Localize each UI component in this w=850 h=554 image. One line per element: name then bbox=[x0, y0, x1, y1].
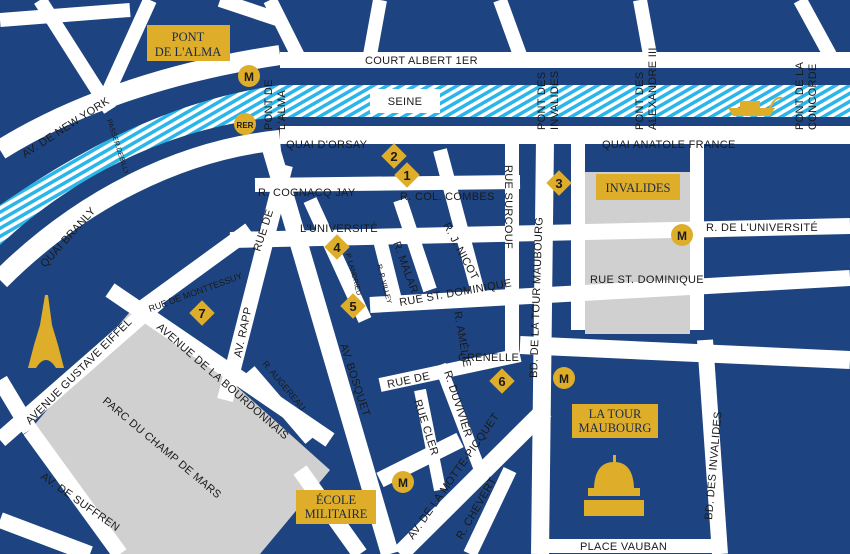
rer-icon[interactable]: RER bbox=[234, 113, 256, 135]
marker-2[interactable]: 2 bbox=[381, 143, 407, 169]
street-label: PONT DE LA bbox=[794, 61, 806, 130]
eiffel-tower-icon bbox=[28, 295, 64, 368]
street-label: R. DE L'UNIVERSITÉ bbox=[706, 221, 818, 234]
ecole-militaire-label: ÉCOLE MILITAIRE bbox=[296, 490, 376, 524]
street-label: BD. DE LA TOUR MAUBOURG bbox=[528, 217, 546, 378]
marker-5[interactable]: 5 bbox=[340, 293, 366, 319]
svg-text:7: 7 bbox=[198, 306, 205, 321]
tour-maubourg-label: LA TOUR MAUBOURG bbox=[572, 404, 658, 438]
street-label: ALEXANDRE III bbox=[647, 47, 659, 130]
metro-icon[interactable]: M bbox=[392, 471, 414, 493]
street-label: R. COL. COMBES bbox=[400, 191, 495, 203]
street-label: GRENELLE bbox=[458, 352, 519, 364]
river-label: SEINE bbox=[388, 96, 423, 108]
invalides-dome-icon bbox=[584, 455, 644, 516]
svg-text:LA TOUR: LA TOUR bbox=[589, 407, 642, 421]
street-label: L'ALMA bbox=[276, 90, 288, 130]
svg-text:4: 4 bbox=[333, 240, 341, 255]
svg-text:M: M bbox=[244, 70, 254, 84]
street-label: L'UNIVERSITÉ bbox=[300, 222, 378, 235]
marker-3[interactable]: 3 bbox=[546, 170, 572, 196]
svg-text:PONT: PONT bbox=[172, 30, 205, 44]
invalides-label: INVALIDES bbox=[596, 174, 680, 200]
svg-text:DE L'ALMA: DE L'ALMA bbox=[155, 45, 221, 59]
street-label: QUAI ANATOLE FRANCE bbox=[602, 139, 736, 151]
street-label: R. COGNACQ JAY bbox=[258, 187, 356, 199]
svg-text:ÉCOLE: ÉCOLE bbox=[316, 493, 357, 507]
seine-river bbox=[0, 85, 850, 245]
street-label: PLACE VAUBAN bbox=[580, 541, 667, 553]
street-label: QUAI D'ORSAY bbox=[286, 139, 368, 151]
street-label: PONT DES bbox=[536, 72, 548, 130]
metro-icon[interactable]: M bbox=[238, 65, 260, 87]
svg-text:MAUBOURG: MAUBOURG bbox=[579, 421, 652, 435]
svg-text:2: 2 bbox=[390, 149, 397, 164]
metro-icon[interactable]: M bbox=[553, 367, 575, 389]
svg-text:6: 6 bbox=[498, 374, 505, 389]
champ-de-mars-park bbox=[30, 300, 330, 554]
street-label: CONCORDE bbox=[807, 63, 819, 130]
street-label: RUE ST. DOMINIQUE bbox=[590, 274, 704, 286]
boat-icon bbox=[728, 96, 783, 116]
svg-text:3: 3 bbox=[555, 176, 562, 191]
marker-6[interactable]: 6 bbox=[489, 368, 515, 394]
svg-text:1: 1 bbox=[403, 168, 410, 183]
street-label: COURT ALBERT 1ER bbox=[365, 55, 478, 67]
street-label: PONT DE bbox=[263, 79, 275, 130]
svg-text:M: M bbox=[677, 229, 687, 243]
svg-text:INVALIDES: INVALIDES bbox=[605, 181, 670, 195]
street-label: INVALIDES bbox=[549, 71, 561, 130]
svg-text:5: 5 bbox=[349, 299, 356, 314]
svg-text:MILITAIRE: MILITAIRE bbox=[305, 507, 368, 521]
marker-7[interactable]: 7 bbox=[189, 300, 215, 326]
pont-alma-label: PONT DE L'ALMA bbox=[147, 25, 230, 61]
svg-text:M: M bbox=[559, 372, 569, 386]
street-label: RUE SURCOUF bbox=[502, 165, 514, 249]
marker-1[interactable]: 1 bbox=[394, 162, 420, 188]
marker-4[interactable]: 4 bbox=[324, 234, 350, 260]
metro-icon[interactable]: M bbox=[671, 224, 693, 246]
svg-text:RER: RER bbox=[237, 121, 254, 130]
street-label: PONT DES bbox=[634, 72, 646, 130]
river-label-bg bbox=[370, 89, 440, 113]
svg-text:M: M bbox=[398, 476, 408, 490]
